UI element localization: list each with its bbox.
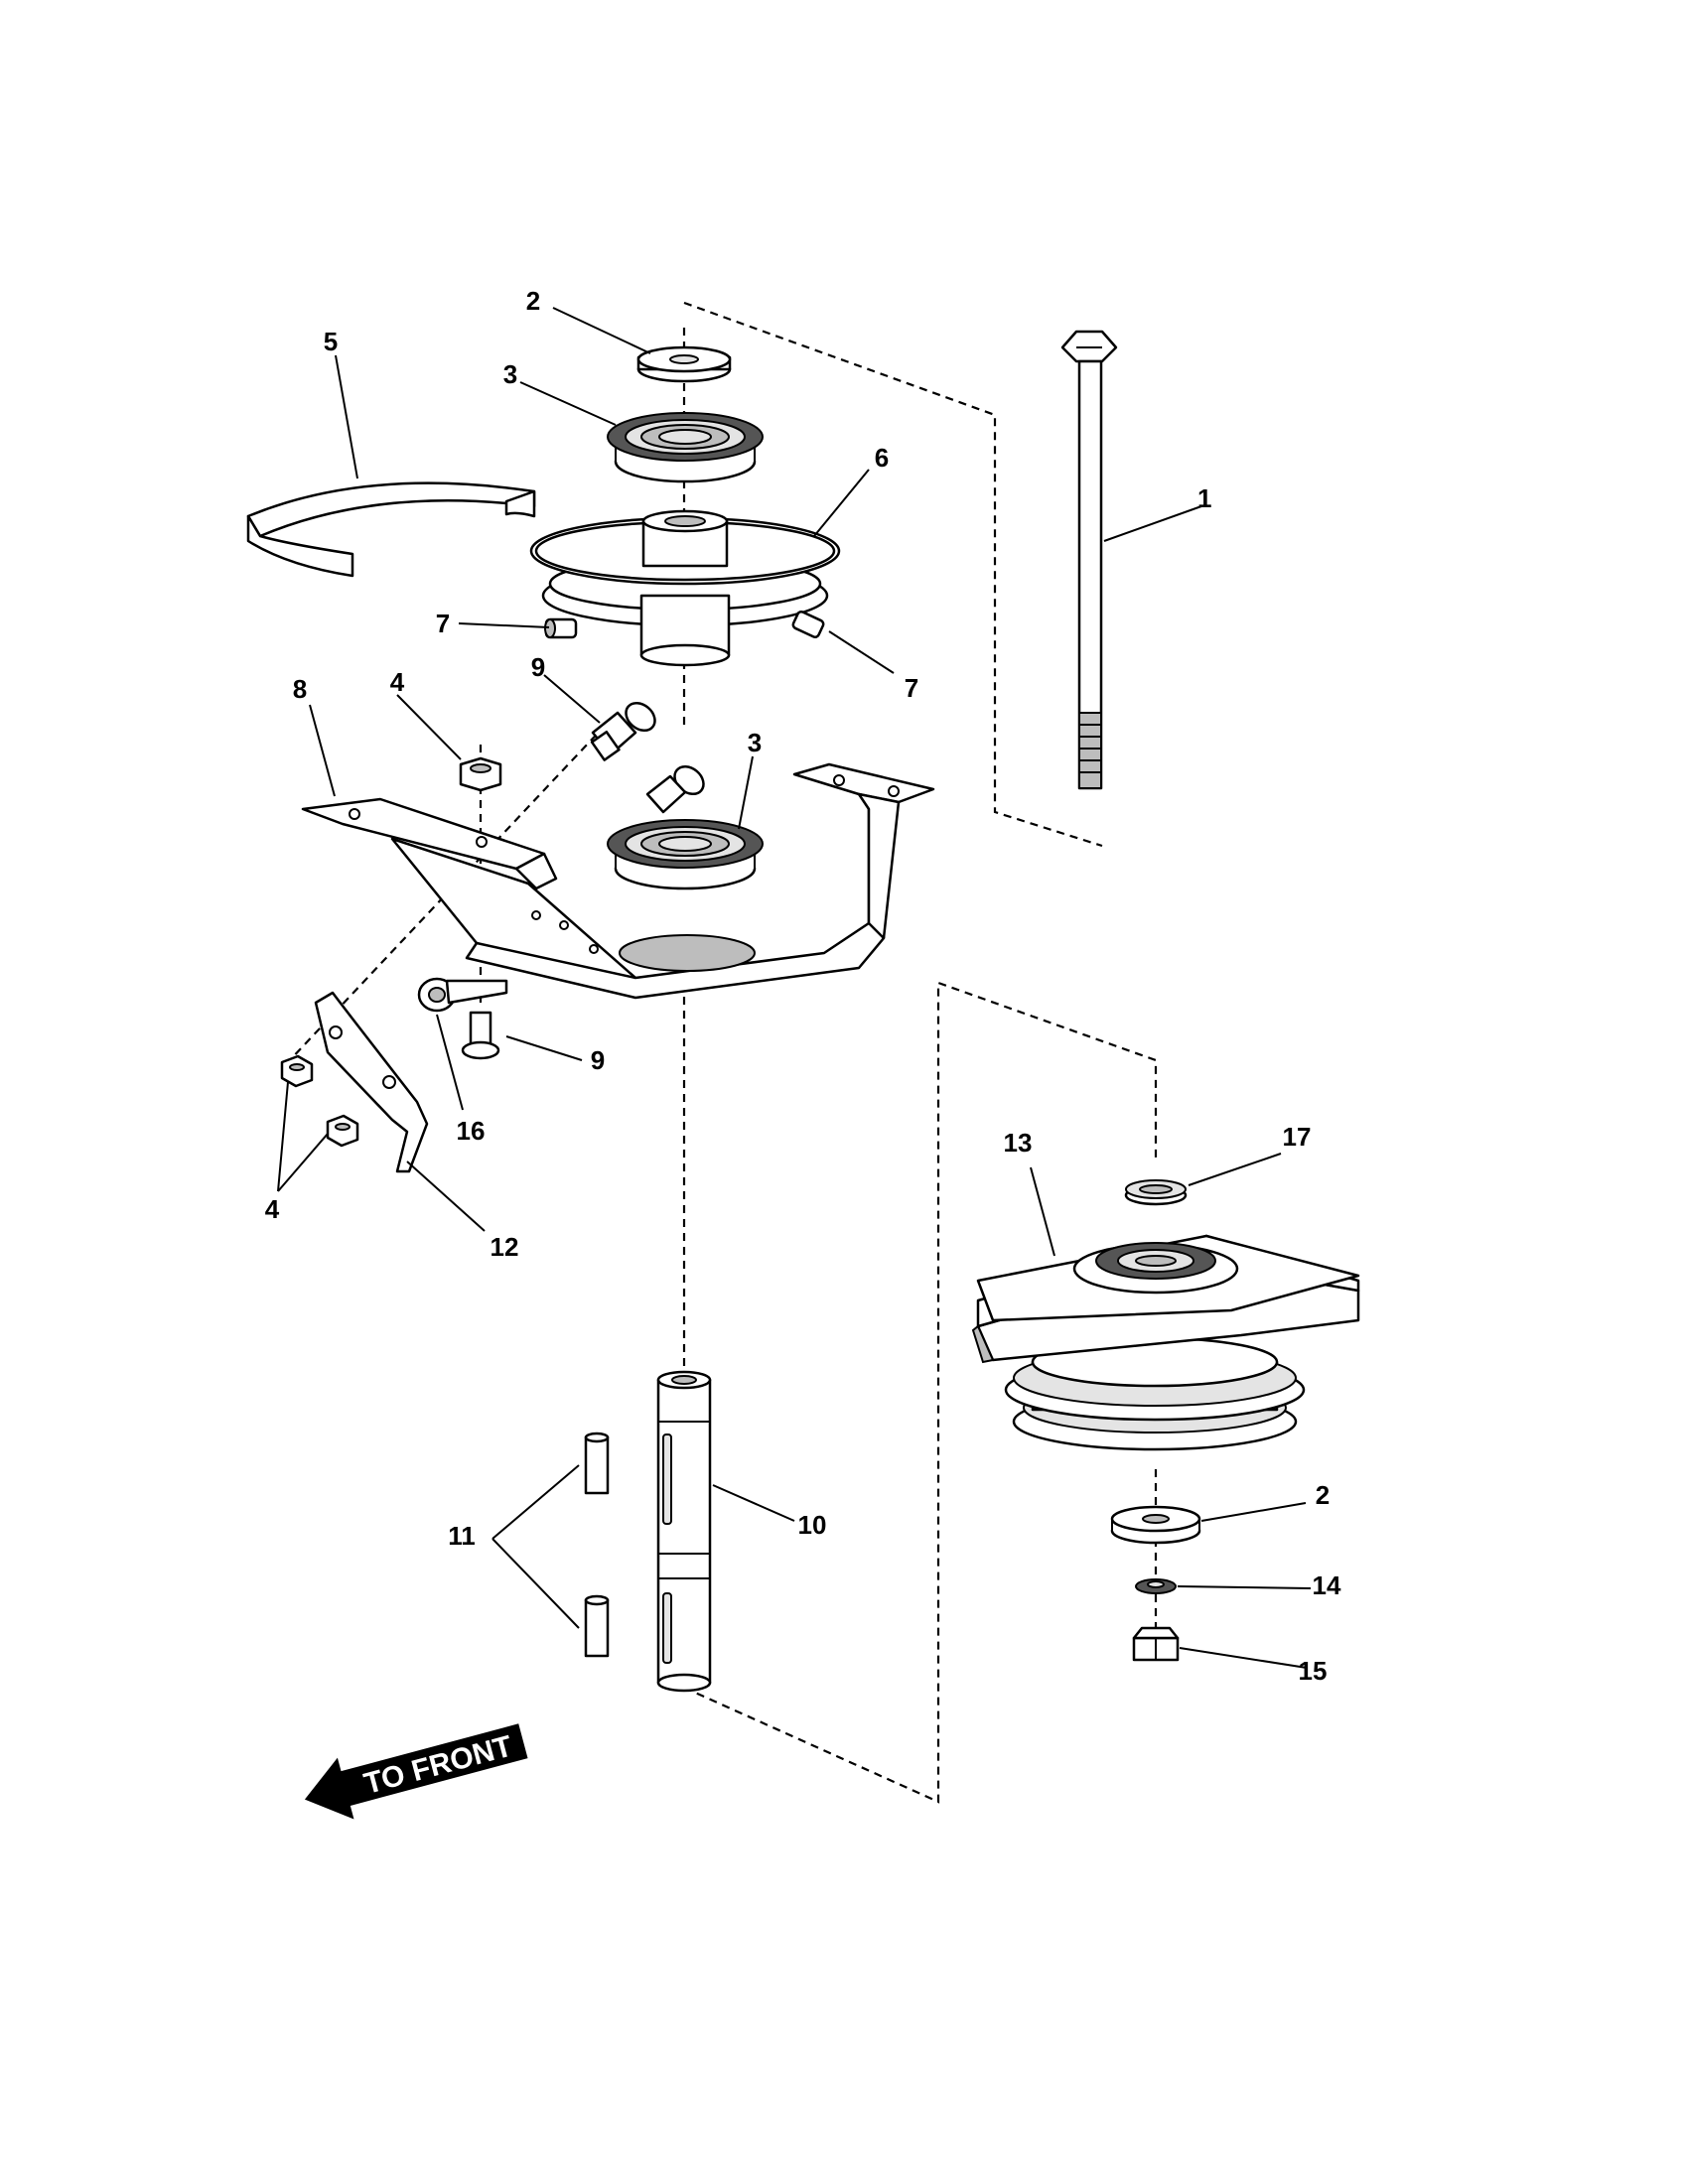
callout-4a: 4 [390,667,405,697]
callout-2b: 2 [1316,1480,1330,1510]
washer-part-2-lower [1110,1505,1201,1545]
long-bolt-part-1 [1060,330,1118,790]
callout-labels: 1 2 2 3 3 4 4 5 6 7 7 8 9 9 10 11 12 13 … [265,286,1341,1686]
callout-11: 11 [448,1521,476,1551]
callout-9a: 9 [531,652,545,682]
pulley-part-6 [529,509,841,667]
callout-17: 17 [1283,1122,1312,1152]
callout-14: 14 [1313,1570,1341,1600]
washer-part-17 [1124,1179,1188,1206]
callout-3a: 3 [503,359,517,389]
set-screw-part-7-right [791,610,825,639]
callout-1: 1 [1197,483,1211,513]
carriage-bolt-part-9-lower [461,1011,500,1060]
callout-7a: 7 [436,609,450,638]
callout-8: 8 [293,674,307,704]
callout-3b: 3 [748,728,762,757]
hex-nut-part-15 [1132,1626,1180,1662]
callout-2a: 2 [526,286,540,316]
callout-10: 10 [798,1510,827,1540]
nut-part-4-lower-b [326,1114,359,1148]
belt-guide-part-5 [246,481,536,578]
nut-part-4-lower-a [280,1054,314,1088]
to-front-label: TO FRONT [360,1729,515,1800]
nut-part-4-top [459,756,502,792]
bearing-part-3-top [607,412,764,483]
lock-washer-part-14 [1135,1578,1177,1594]
idler-arm-part-12 [314,991,429,1173]
key-part-11-lower [584,1594,610,1658]
to-front-arrow: TO FRONT [304,1723,528,1820]
electric-clutch-part-13 [971,1234,1360,1451]
callout-12: 12 [491,1232,519,1262]
key-part-11-upper [584,1432,610,1495]
callout-7b: 7 [905,673,918,703]
callout-16: 16 [457,1116,486,1146]
callout-13: 13 [1004,1128,1033,1158]
callout-9b: 9 [591,1045,605,1075]
carriage-bolt-part-9-mid [645,764,705,814]
cable-clamp-part-16 [417,977,508,1013]
set-screw-part-7-left [544,617,578,639]
callout-5: 5 [324,327,338,356]
callout-15: 15 [1299,1656,1328,1686]
bracket-part-8 [301,762,935,1000]
washer-part-2-top [636,345,732,383]
callout-4b: 4 [265,1194,280,1224]
spindle-shaft-part-10 [656,1370,712,1693]
leader-lines [277,307,1312,1669]
callout-6: 6 [875,443,889,473]
carriage-bolt-part-9-top [590,701,656,761]
bearing-part-3-lower [607,819,764,890]
